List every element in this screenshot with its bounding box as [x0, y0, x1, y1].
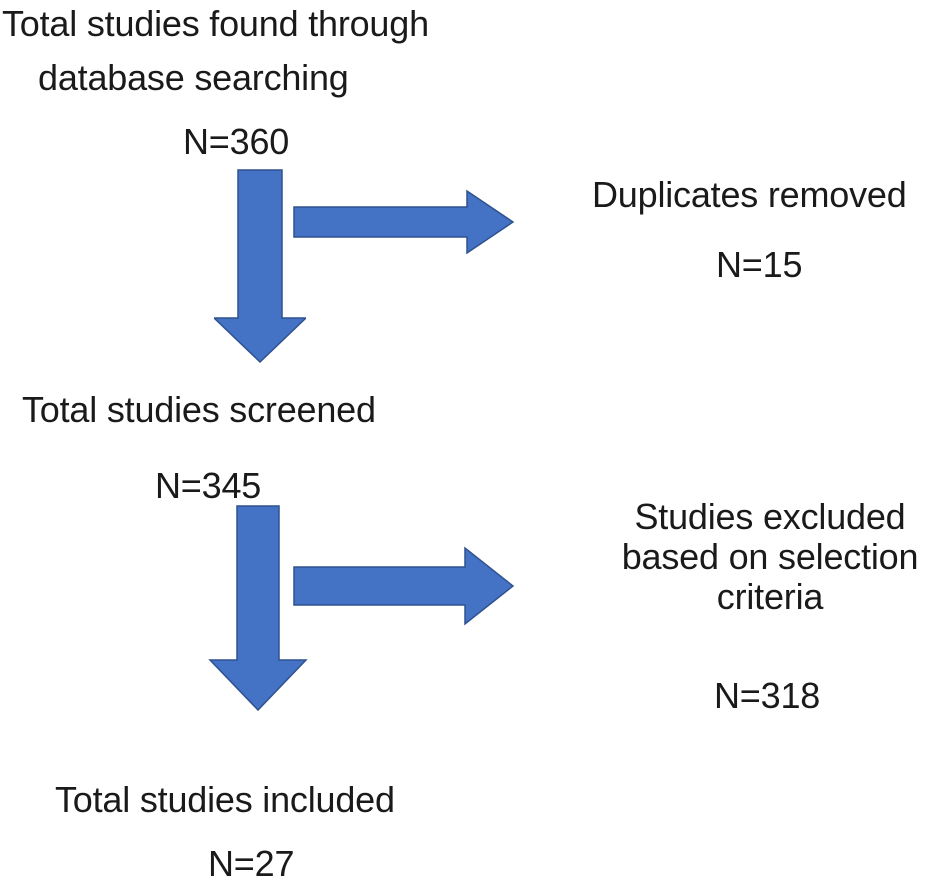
node-found-count: N=360: [183, 121, 290, 162]
node-included-count: N=27: [208, 843, 295, 884]
arrow-down-icon-found-to-screened: [214, 168, 306, 364]
arrow-down-icon-screened-to-included: [204, 504, 314, 714]
node-found-line2: database searching: [38, 57, 349, 98]
node-found-line1: Total studies found through: [2, 3, 429, 44]
node-duplicates-count: N=15: [716, 244, 803, 285]
node-excluded-count: N=318: [714, 675, 821, 716]
node-duplicates-label: Duplicates removed: [592, 174, 907, 215]
node-included-label: Total studies included: [55, 779, 395, 820]
arrow-right-icon-excluded: [292, 546, 522, 630]
node-screened-count: N=345: [155, 465, 262, 506]
arrow-right-icon-duplicates: [292, 189, 520, 257]
node-excluded-label: Studies excluded based on selection crit…: [621, 496, 919, 617]
node-screened-label: Total studies screened: [22, 389, 376, 430]
